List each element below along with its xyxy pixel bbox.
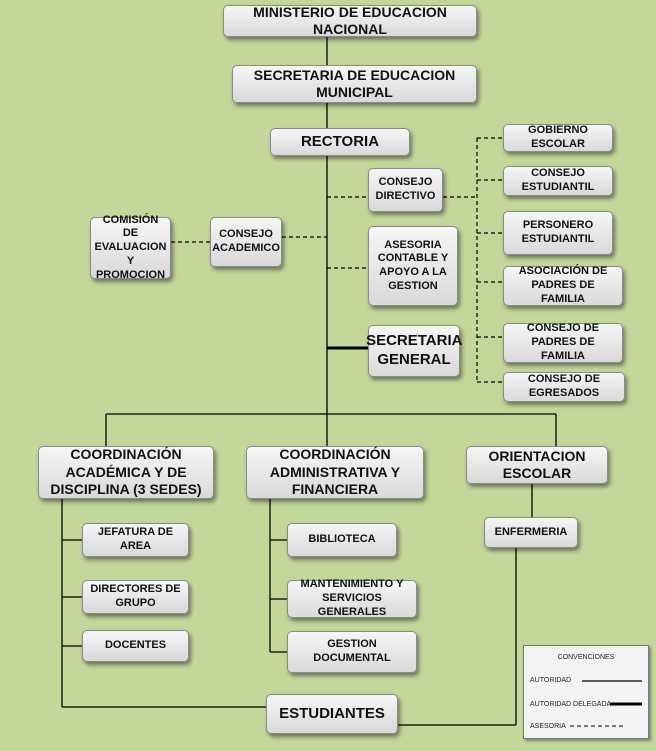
legend-delegated-label: AUTORIDAD DELEGADA <box>530 701 612 708</box>
consejo-estudiantil-box: CONSEJO ESTUDIANTIL <box>503 166 613 196</box>
ministerio-label: MINISTERIO DE EDUCACION NACIONAL <box>253 3 447 38</box>
ministerio-box: MINISTERIO DE EDUCACION NACIONAL <box>223 3 477 38</box>
legend-title: CONVENCIONES <box>557 654 615 661</box>
legend-authority-label: AUTORIDAD <box>530 677 572 684</box>
secretaria-municipal-label: SECRETARIA DE EDUCACION MUNICIPAL <box>253 66 456 101</box>
gobierno-escolar-box: GOBIERNO ESCOLAR <box>503 124 613 152</box>
consejo-directivo-box: CONSEJO DIRECTIVO <box>368 168 443 212</box>
orientacion-box: ORIENTACION ESCOLAR <box>466 446 608 484</box>
orientacion-label: ORIENTACION ESCOLAR <box>488 447 586 482</box>
coord-administrativa-label: COORDINACIÓN ADMINISTRATIVA Y FINANCIERA <box>269 446 401 498</box>
authority-lines <box>61 37 557 726</box>
directores-label: DIRECTORES DE GRUPO <box>90 583 181 609</box>
gestion-documental-label: GESTION DOCUMENTAL <box>313 638 391 664</box>
enfermeria-box: ENFERMERIA <box>484 517 578 548</box>
personero-box: PERSONERO ESTUDIANTIL <box>503 211 613 255</box>
enfermeria-label: ENFERMERIA <box>494 525 568 538</box>
consejo-estudiantil-label: CONSEJO ESTUDIANTIL <box>521 167 595 193</box>
mantenimiento-box: MANTENIMIENTO Y SERVICIOS GENERALES <box>287 578 417 618</box>
jefatura-box: JEFATURA DE AREA <box>82 523 189 557</box>
secretaria-general-label: SECRETARIA GENERAL <box>366 332 463 368</box>
legend-line-samples <box>570 680 642 727</box>
biblioteca-label: BIBLIOTECA <box>308 533 376 546</box>
consejo-padres-box: CONSEJO DE PADRES DE FAMILIA <box>503 322 623 363</box>
comision-box: COMISIÓN DE EVALUACION Y PROMOCION <box>90 214 171 281</box>
consejo-directivo-label: CONSEJO DIRECTIVO <box>375 176 436 202</box>
comision-label: COMISIÓN DE EVALUACION Y PROMOCION <box>94 213 167 281</box>
consejo-academico-label: CONSEJO ACADEMICO <box>212 228 280 254</box>
asoc-padres-label: ASOCIACIÓN DE PADRES DE FAMILIA <box>518 265 608 305</box>
asesoria-box: ASESORIA CONTABLE Y APOYO A LA GESTION <box>368 226 458 306</box>
consejo-padres-label: CONSEJO DE PADRES DE FAMILIA <box>526 322 600 362</box>
jefatura-label: JEFATURA DE AREA <box>97 526 174 552</box>
coord-administrativa-box: COORDINACIÓN ADMINISTRATIVA Y FINANCIERA <box>246 446 424 499</box>
legend: CONVENCIONES AUTORIDAD AUTORIDAD DELEGAD… <box>523 645 649 739</box>
docentes-label: DOCENTES <box>104 639 167 652</box>
secretaria-municipal-box: SECRETARIA DE EDUCACION MUNICIPAL <box>232 65 477 103</box>
directores-box: DIRECTORES DE GRUPO <box>82 580 189 614</box>
advisory-lines <box>171 137 503 383</box>
asoc-padres-box: ASOCIACIÓN DE PADRES DE FAMILIA <box>503 265 623 306</box>
rectoria-label: RECTORIA <box>300 132 380 150</box>
legend-advisory-label: ASESORIA <box>530 723 566 730</box>
mantenimiento-label: MANTENIMIENTO Y SERVICIOS GENERALES <box>300 578 404 618</box>
estudiantes-box: ESTUDIANTES <box>266 694 398 734</box>
coord-academica-label: COORDINACIÓN ACADÉMICA Y DE DISCIPLINA (… <box>50 446 202 498</box>
biblioteca-box: BIBLIOTECA <box>287 523 397 557</box>
gestion-documental-box: GESTION DOCUMENTAL <box>287 631 417 673</box>
gobierno-escolar-label: GOBIERNO ESCOLAR <box>528 124 588 150</box>
secretaria-general-box: SECRETARIA GENERAL <box>366 325 463 377</box>
docentes-box: DOCENTES <box>82 630 189 662</box>
personero-label: PERSONERO ESTUDIANTIL <box>521 219 595 245</box>
consejo-academico-box: CONSEJO ACADEMICO <box>210 217 282 267</box>
consejo-egresados-box: CONSEJO DE EGRESADOS <box>503 372 625 402</box>
coord-academica-box: COORDINACIÓN ACADÉMICA Y DE DISCIPLINA (… <box>38 446 214 499</box>
rectoria-box: RECTORIA <box>270 128 410 156</box>
estudiantes-label: ESTUDIANTES <box>279 704 385 722</box>
asesoria-label: ASESORIA CONTABLE Y APOYO A LA GESTION <box>377 238 449 292</box>
consejo-egresados-label: CONSEJO DE EGRESADOS <box>527 373 601 399</box>
